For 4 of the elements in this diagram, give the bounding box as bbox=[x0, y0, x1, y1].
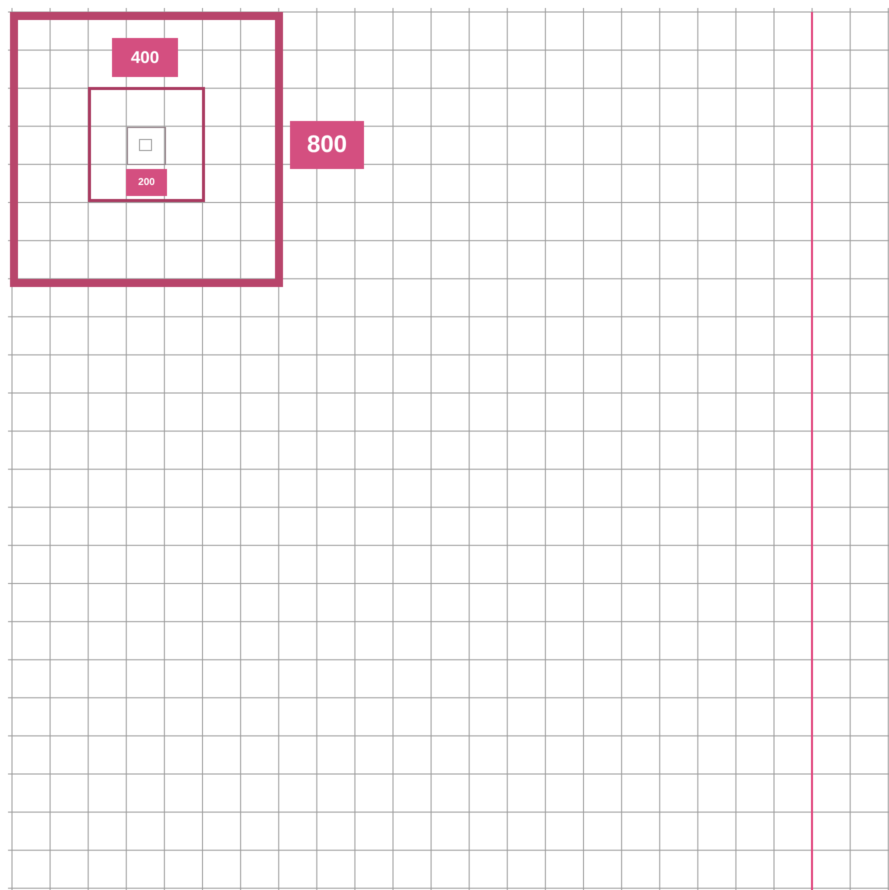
size-label: 800 bbox=[290, 121, 364, 169]
size-label: 200 bbox=[126, 169, 167, 196]
small-square bbox=[139, 139, 152, 151]
size-label: 400 bbox=[112, 38, 178, 77]
